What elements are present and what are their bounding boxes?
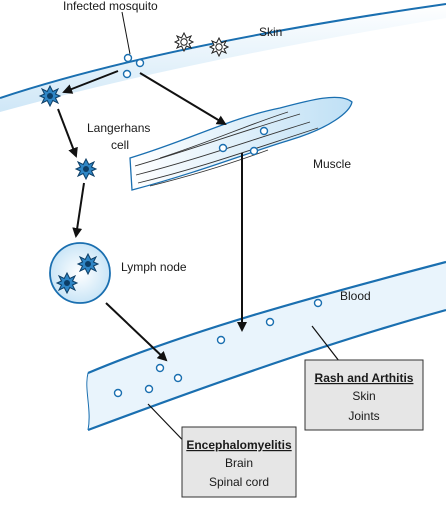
skin-virus-star-icon bbox=[208, 36, 230, 58]
skin-virus-star-icon bbox=[173, 31, 195, 53]
rash-arthritis-box: Rash and Arthitis Skin Joints bbox=[304, 359, 424, 431]
label-infected-mosquito: Infected mosquito bbox=[63, 0, 158, 13]
langerhans-cell-icon bbox=[38, 84, 62, 108]
mosquito-virus-particles bbox=[122, 53, 145, 79]
mosquito-pointer-line bbox=[121, 11, 131, 55]
enceph-box-line: Spinal cord bbox=[209, 475, 269, 489]
encephalomyelitis-box: Encephalomyelitis Brain Spinal cord bbox=[181, 426, 297, 498]
rash-box-line: Skin bbox=[352, 389, 375, 403]
rash-box-title: Rash and Arthitis bbox=[315, 371, 414, 385]
enceph-box-line: Brain bbox=[225, 456, 253, 470]
skin-layer bbox=[0, 3, 446, 112]
label-langerhans-cell: cell bbox=[111, 138, 129, 152]
enceph-box-title: Encephalomyelitis bbox=[186, 438, 292, 452]
label-muscle: Muscle bbox=[313, 157, 351, 171]
pathway-arrows bbox=[57, 70, 247, 362]
label-lymph-node: Lymph node bbox=[121, 260, 187, 274]
label-skin: Skin bbox=[259, 25, 282, 39]
rash-box-line: Joints bbox=[348, 409, 379, 423]
label-langerhans: Langerhans bbox=[87, 121, 150, 135]
blood-vessel bbox=[86, 260, 446, 432]
label-blood: Blood bbox=[340, 289, 371, 303]
lymph-node bbox=[49, 242, 111, 304]
langerhans-cell-icon bbox=[74, 157, 98, 181]
